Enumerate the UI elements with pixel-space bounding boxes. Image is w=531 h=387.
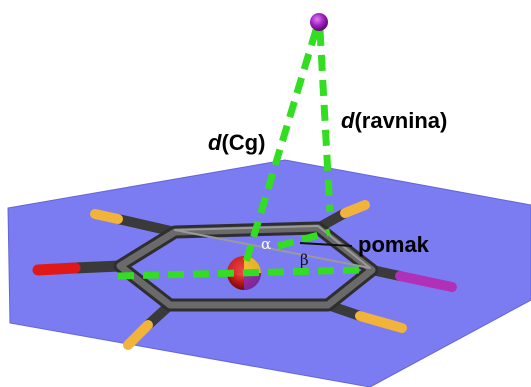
fluorine-top-left <box>90 209 123 224</box>
label-d-cg: d(Cg) <box>208 130 265 155</box>
offset-line <box>117 266 361 280</box>
bond-c-f-top-left <box>113 214 180 237</box>
label-d-cg-rest: (Cg) <box>221 130 265 155</box>
foot-line <box>277 228 331 250</box>
fluorine-bottom-left <box>123 320 153 350</box>
benzene-ring <box>113 221 379 312</box>
iodine-right <box>395 271 457 292</box>
label-d-cg-italic: d <box>208 130 222 155</box>
bond-c-o-left <box>69 260 126 274</box>
label-alpha: α <box>261 235 271 253</box>
distance-line-plane <box>316 29 334 213</box>
fluorine-top-right <box>340 200 370 218</box>
label-offset: pomak <box>358 232 430 257</box>
distance-line-cg <box>242 28 320 264</box>
label-d-plane: d(ravnina) <box>341 108 447 133</box>
fluorine-bottom-right <box>355 311 407 333</box>
dashed-geometry <box>117 28 361 280</box>
label-d-plane-italic: d <box>341 108 355 133</box>
label-beta: β <box>300 251 309 269</box>
offset-pointer <box>299 242 353 247</box>
label-d-plane-rest: (ravnina) <box>354 108 447 133</box>
anion-sphere-icon <box>310 13 328 31</box>
oxygen-left <box>32 262 81 276</box>
